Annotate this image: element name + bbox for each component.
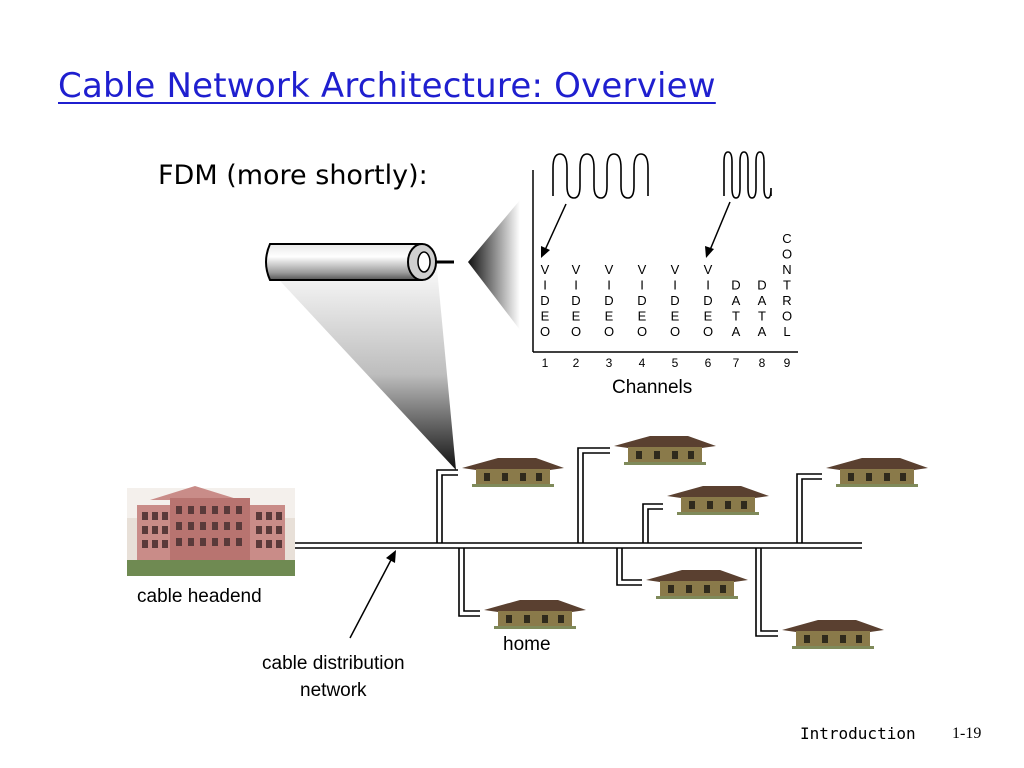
fdm-chart: VIDEO1VIDEO2VIDEO3VIDEO4VIDEO5VIDEO6DATA…: [532, 151, 798, 371]
high-frequency-wave: [723, 151, 772, 199]
channel-letter: C: [782, 231, 791, 246]
low-frequency-wave: [552, 153, 649, 199]
slide-title: Cable Network Architecture: Overview: [58, 66, 716, 106]
channel-letter: O: [782, 247, 792, 262]
channel-letter: D: [571, 293, 580, 308]
channels-axis-label: Channels: [612, 377, 693, 398]
channel-letter: V: [638, 262, 647, 277]
channel-letter: I: [673, 278, 677, 293]
channel-number: 3: [606, 356, 613, 370]
channel-letter: A: [732, 324, 741, 339]
channel-number: 6: [705, 356, 712, 370]
distribution-arrow: [349, 557, 393, 639]
channel-number: 1: [542, 356, 549, 370]
channel-number: 8: [759, 356, 766, 370]
channel-letter: N: [782, 262, 791, 277]
channel-letter: I: [574, 278, 578, 293]
channel-letter: E: [541, 309, 550, 324]
headend-label: cable headend: [137, 586, 262, 607]
channel-letter: D: [757, 278, 766, 293]
channel-letter: E: [704, 309, 713, 324]
page-number: 1-19: [952, 725, 982, 742]
channel-letter: D: [670, 293, 679, 308]
channel-letter: A: [758, 293, 767, 308]
channel-letter: V: [605, 262, 614, 277]
channel-letter: O: [637, 324, 647, 339]
home-label: home: [503, 634, 551, 655]
channel-letter: L: [783, 324, 790, 339]
channel-letter: D: [604, 293, 613, 308]
channel-letter: V: [671, 262, 680, 277]
channel-letter: A: [732, 293, 741, 308]
channel-letter: V: [572, 262, 581, 277]
fdm-heading: FDM (more shortly):: [158, 160, 428, 191]
channel-letter: V: [704, 262, 713, 277]
channel-letter: I: [543, 278, 547, 293]
channel-letter: O: [540, 324, 550, 339]
home-icon: [480, 598, 590, 630]
home-icon: [778, 618, 888, 650]
channel-letter: T: [758, 309, 766, 324]
channel-letter: D: [637, 293, 646, 308]
cable-headend-building: [127, 486, 295, 576]
channel-letter: O: [571, 324, 581, 339]
home-icon: [642, 568, 752, 600]
channel-letter: D: [540, 293, 549, 308]
arrow-to-channel-6: [709, 201, 731, 251]
channel-letter: I: [607, 278, 611, 293]
home-icon: [458, 456, 568, 488]
home-icon: [663, 484, 773, 516]
channel-letter: T: [783, 278, 791, 293]
channel-number: 4: [639, 356, 646, 370]
home-icon: [822, 456, 932, 488]
channel-letter: V: [541, 262, 550, 277]
channel-letter: O: [670, 324, 680, 339]
channel-letter: E: [671, 309, 680, 324]
channel-letter: O: [703, 324, 713, 339]
distribution-cable: [295, 447, 862, 637]
channel-number: 2: [573, 356, 580, 370]
channel-letter: O: [604, 324, 614, 339]
channel-letter: I: [706, 278, 710, 293]
channel-letter: I: [640, 278, 644, 293]
channel-number: 9: [784, 356, 791, 370]
channel-number: 5: [672, 356, 679, 370]
home-icon: [610, 434, 720, 466]
channel-letter: A: [758, 324, 767, 339]
channel-letter: D: [731, 278, 740, 293]
distribution-label: cable distribution network: [262, 653, 405, 701]
channel-number: 7: [733, 356, 740, 370]
channel-letter: R: [782, 293, 791, 308]
arrow-to-channel-1: [544, 203, 567, 251]
channel-letter: E: [572, 309, 581, 324]
channel-letter: T: [732, 309, 740, 324]
coax-cable-icon: [265, 243, 454, 281]
zoom-cone: [268, 258, 456, 470]
channel-letter: O: [782, 309, 792, 324]
channel-letter: E: [605, 309, 614, 324]
zoom-cone-right: [468, 200, 520, 330]
channel-letter: D: [703, 293, 712, 308]
footer-section: Introduction: [800, 724, 916, 743]
channel-letter: E: [638, 309, 647, 324]
